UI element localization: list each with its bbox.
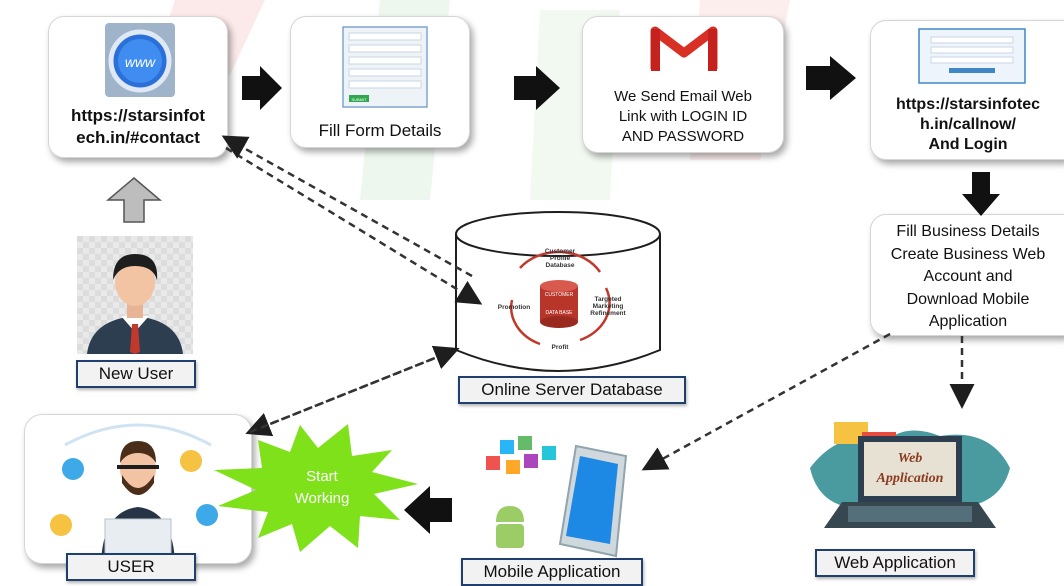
website-line2: ech.in/#contact — [76, 128, 200, 147]
mobile-phone-icon — [486, 436, 628, 558]
login-page-icon — [918, 28, 1026, 84]
db-cycle-bottom: Profit — [551, 344, 569, 351]
email-line3: AND PASSWORD — [621, 128, 745, 145]
user-node — [24, 414, 252, 564]
email-line1: We Send Email Web — [614, 88, 752, 105]
fill-form-node: SUBMIT Fill Form Details — [290, 16, 470, 148]
website-node: www https://starsinfot ech.in/#contact — [48, 16, 228, 158]
user-label: USER — [66, 553, 196, 581]
email-line2: Link with LOGIN ID — [618, 108, 748, 125]
start-line2: Working — [294, 490, 350, 507]
user-laptop-icon — [50, 423, 218, 564]
db-cycle-right: Targeted Marketing Refinement — [590, 296, 626, 317]
callnow-line1: https://starsinfotec — [895, 96, 1040, 113]
callnow-line3: And Login — [928, 136, 1008, 153]
www-text: www — [125, 54, 156, 70]
business-line5: Application — [928, 313, 1008, 330]
fill-form-label: Fill Form Details — [318, 121, 442, 140]
business-node: Fill Business Details Create Business We… — [870, 214, 1064, 336]
web-application-icon: Web Application — [810, 422, 1010, 528]
web-sign-line1: Web — [898, 451, 923, 466]
webapp-image: Web Application — [800, 408, 1020, 560]
db-center-bottom: DATA BASE — [545, 310, 573, 316]
new-user-label: New User — [76, 360, 196, 388]
business-line1: Fill Business Details — [896, 223, 1040, 240]
email-node: We Send Email Web Link with LOGIN ID AND… — [582, 16, 784, 153]
form-icon: SUBMIT — [342, 26, 428, 108]
callnow-line2: h.in/callnow/ — [919, 116, 1016, 133]
start-line1: Start — [306, 468, 338, 485]
web-sign-line2: Application — [876, 471, 944, 486]
db-cycle-top: Customer Profile Database — [544, 248, 576, 269]
callnow-node: https://starsinfotec h.in/callnow/ And L… — [870, 20, 1064, 160]
gmail-icon — [650, 25, 718, 71]
business-line3: Account and — [923, 268, 1013, 285]
webapp-label: Web Application — [815, 549, 975, 577]
mobile-image — [456, 432, 642, 562]
browser-icon: www — [105, 23, 175, 97]
submit-text: SUBMIT — [351, 97, 367, 102]
mobile-label: Mobile Application — [461, 558, 643, 586]
db-center-top: CUSTOMER — [544, 292, 574, 298]
database-label: Online Server Database — [458, 376, 686, 404]
business-line2: Create Business Web — [890, 245, 1046, 263]
business-line4: Download Mobile — [906, 290, 1030, 308]
user-avatar-icon — [77, 236, 193, 354]
db-cycle-left: Promotion — [497, 304, 531, 311]
website-line1: https://starsinfot — [70, 106, 206, 125]
new-user-image — [77, 236, 193, 354]
